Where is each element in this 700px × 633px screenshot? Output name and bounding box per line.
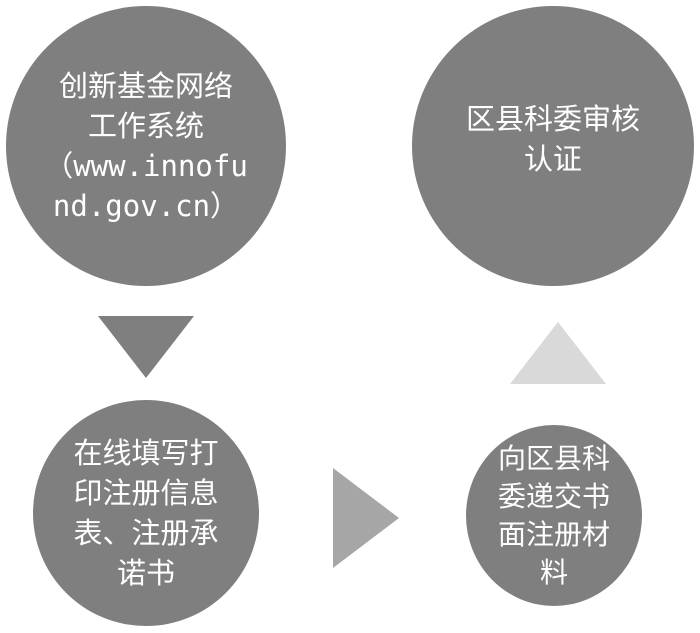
step-1-text: 创新基金网络 工作系统 （www.innofu nd.gov.cn） [44,66,248,226]
step-3-line-2: 委递交书 [497,479,610,513]
step-1-line-4: nd.gov.cn） [52,189,240,223]
step-2-circle: 在线填写打 印注册信息 表、注册承 诺书 [33,400,259,626]
arrow-right-shape [333,468,399,568]
step-3-circle: 向区县科 委递交书 面注册材 料 [466,425,642,606]
step-1-circle: 创新基金网络 工作系统 （www.innofu nd.gov.cn） [6,6,286,286]
step-3-text: 向区县科 委递交书 面注册材 料 [498,440,610,592]
step-3-line-3: 面注册材 [497,517,610,551]
arrow-up-shape [510,322,606,384]
step-2-text: 在线填写打 印注册信息 表、注册承 诺书 [73,433,218,593]
step-2-line-2: 印注册信息 [73,476,219,510]
step-1-line-3: （www.innofu [44,149,248,183]
arrow-right [333,468,399,568]
step-3-line-1: 向区县科 [497,441,610,475]
step-4-line-1: 区县科委审核 [465,102,640,136]
arrow-down-shape [98,316,194,378]
step-2-line-3: 表、注册承 [73,516,219,550]
step-1-line-1: 创新基金网络 [58,69,233,103]
step-4-line-2: 认证 [523,142,582,176]
arrow-up [510,322,606,384]
arrow-down [98,316,194,378]
step-4-circle: 区县科委审核 认证 [412,6,694,286]
step-1-line-2: 工作系统 [87,109,204,143]
step-2-line-1: 在线填写打 [73,436,219,470]
step-2-line-4: 诺书 [116,556,175,590]
step-4-text: 区县科委审核 认证 [466,99,640,193]
step-3-line-4: 料 [539,555,568,589]
